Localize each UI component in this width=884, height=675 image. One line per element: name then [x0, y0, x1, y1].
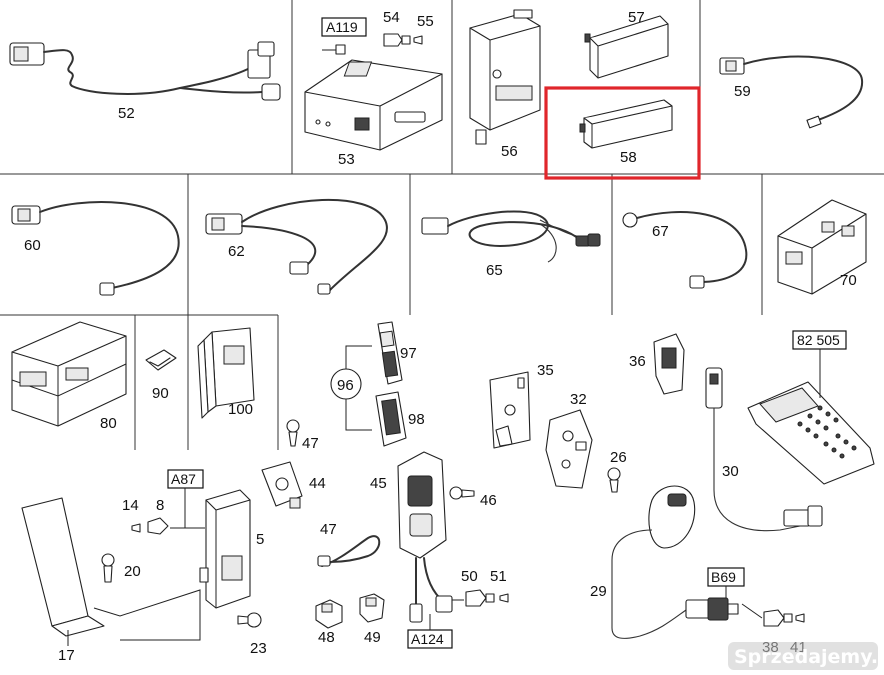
label-98: 98: [408, 411, 425, 428]
part-47-screw-top: [286, 419, 300, 447]
part-56-module: [469, 9, 541, 145]
label-50: 50: [461, 568, 478, 585]
part-100-manual: [197, 327, 255, 419]
part-41-pin: [795, 613, 805, 623]
label-67: 67: [652, 223, 669, 240]
label-100: 100: [228, 401, 253, 418]
label-45: 45: [370, 475, 387, 492]
part-98-cradle: [375, 391, 407, 447]
ref-a119-text: A119: [326, 19, 358, 35]
label-29: 29: [590, 583, 607, 600]
label-60: 60: [24, 237, 41, 254]
label-59: 59: [734, 83, 751, 100]
part-60-cable: [11, 201, 180, 296]
part-70-bracket: [777, 199, 867, 295]
part-17-bracket: [21, 497, 201, 646]
part-52-cable: [9, 41, 281, 101]
part-55-pin: [413, 35, 423, 45]
part-8-connector: [147, 517, 169, 535]
part-38-connector: [763, 609, 793, 627]
label-55: 55: [417, 13, 434, 30]
group-96: [330, 345, 372, 431]
label-35: 35: [537, 362, 554, 379]
part-53-control-unit: [304, 59, 443, 151]
ref-b69-text: B69: [711, 569, 736, 585]
label-70: 70: [840, 272, 857, 289]
part-50-connector: [465, 589, 495, 607]
ref-a124: A124: [407, 599, 464, 649]
part-58-cover: [579, 99, 673, 149]
part-54-connector: [383, 33, 411, 47]
watermark-text: Sprzedajemy.pl: [734, 646, 884, 668]
part-35-plate: [489, 371, 531, 449]
label-48: 48: [318, 629, 335, 646]
part-23-screw: [237, 612, 262, 628]
label-96: 96: [337, 377, 354, 394]
part-97-handset: [377, 321, 403, 385]
label-53: 53: [338, 151, 355, 168]
part-5-module: [199, 489, 251, 609]
part-57-cover: [584, 15, 669, 79]
label-58: 58: [620, 149, 637, 166]
part-29-microphone: [611, 485, 696, 639]
label-8: 8: [156, 497, 164, 514]
ref-a87-text: A87: [171, 471, 196, 487]
part-20-screw: [101, 553, 115, 583]
label-47-top: 47: [302, 435, 319, 452]
label-23: 23: [250, 640, 267, 657]
label-51: 51: [490, 568, 507, 585]
highlight-box-58: [544, 86, 701, 180]
part-49-clip: [359, 593, 385, 623]
label-17: 17: [58, 647, 75, 664]
remote-keypad: [797, 405, 857, 459]
label-90: 90: [152, 385, 169, 402]
label-20: 20: [124, 563, 141, 580]
part-14-pin: [131, 523, 141, 533]
part-46-screw: [449, 486, 475, 500]
label-62: 62: [228, 243, 245, 260]
label-46: 46: [480, 492, 497, 509]
label-44: 44: [309, 475, 326, 492]
label-80: 80: [100, 415, 117, 432]
part-b69-connector: [685, 597, 763, 621]
ref-82505: 82 505: [792, 330, 847, 398]
part-51-pin: [499, 593, 509, 603]
label-49: 49: [364, 629, 381, 646]
part-62-cable: [205, 199, 388, 295]
label-32: 32: [570, 391, 587, 408]
ref-a119: A119: [321, 17, 367, 55]
part-36-clip: [653, 333, 685, 395]
label-47-tie: 47: [320, 521, 337, 538]
label-36: 36: [629, 353, 646, 370]
label-56: 56: [501, 143, 518, 160]
part-44-clip: [261, 461, 303, 509]
part-65-harness: [421, 210, 601, 263]
ref-b69: B69: [707, 567, 745, 600]
label-30: 30: [722, 463, 739, 480]
label-52: 52: [118, 105, 135, 122]
label-54: 54: [383, 9, 400, 26]
part-32-plate: [545, 409, 593, 489]
part-80-frame: [11, 321, 127, 427]
ref-a124-text: A124: [411, 631, 444, 647]
part-59-cable: [719, 55, 864, 129]
watermark: Sprzedajemy.pl: [728, 642, 884, 670]
part-82505-remote: [747, 381, 875, 485]
part-30-cable: [705, 367, 823, 532]
part-48-clip: [315, 599, 343, 629]
label-65: 65: [486, 262, 503, 279]
part-90-clip: [145, 349, 177, 371]
part-45-holder: [397, 451, 453, 623]
part-47-cable-tie: [317, 535, 381, 567]
label-14: 14: [122, 497, 139, 514]
part-67-sensor: [622, 211, 748, 289]
label-97: 97: [400, 345, 417, 362]
label-5: 5: [256, 531, 264, 548]
part-26-screw: [607, 467, 621, 493]
ref-a87: A87: [167, 469, 205, 529]
ref-82505-text: 82 505: [797, 332, 840, 348]
label-57: 57: [628, 9, 645, 26]
label-26: 26: [610, 449, 627, 466]
